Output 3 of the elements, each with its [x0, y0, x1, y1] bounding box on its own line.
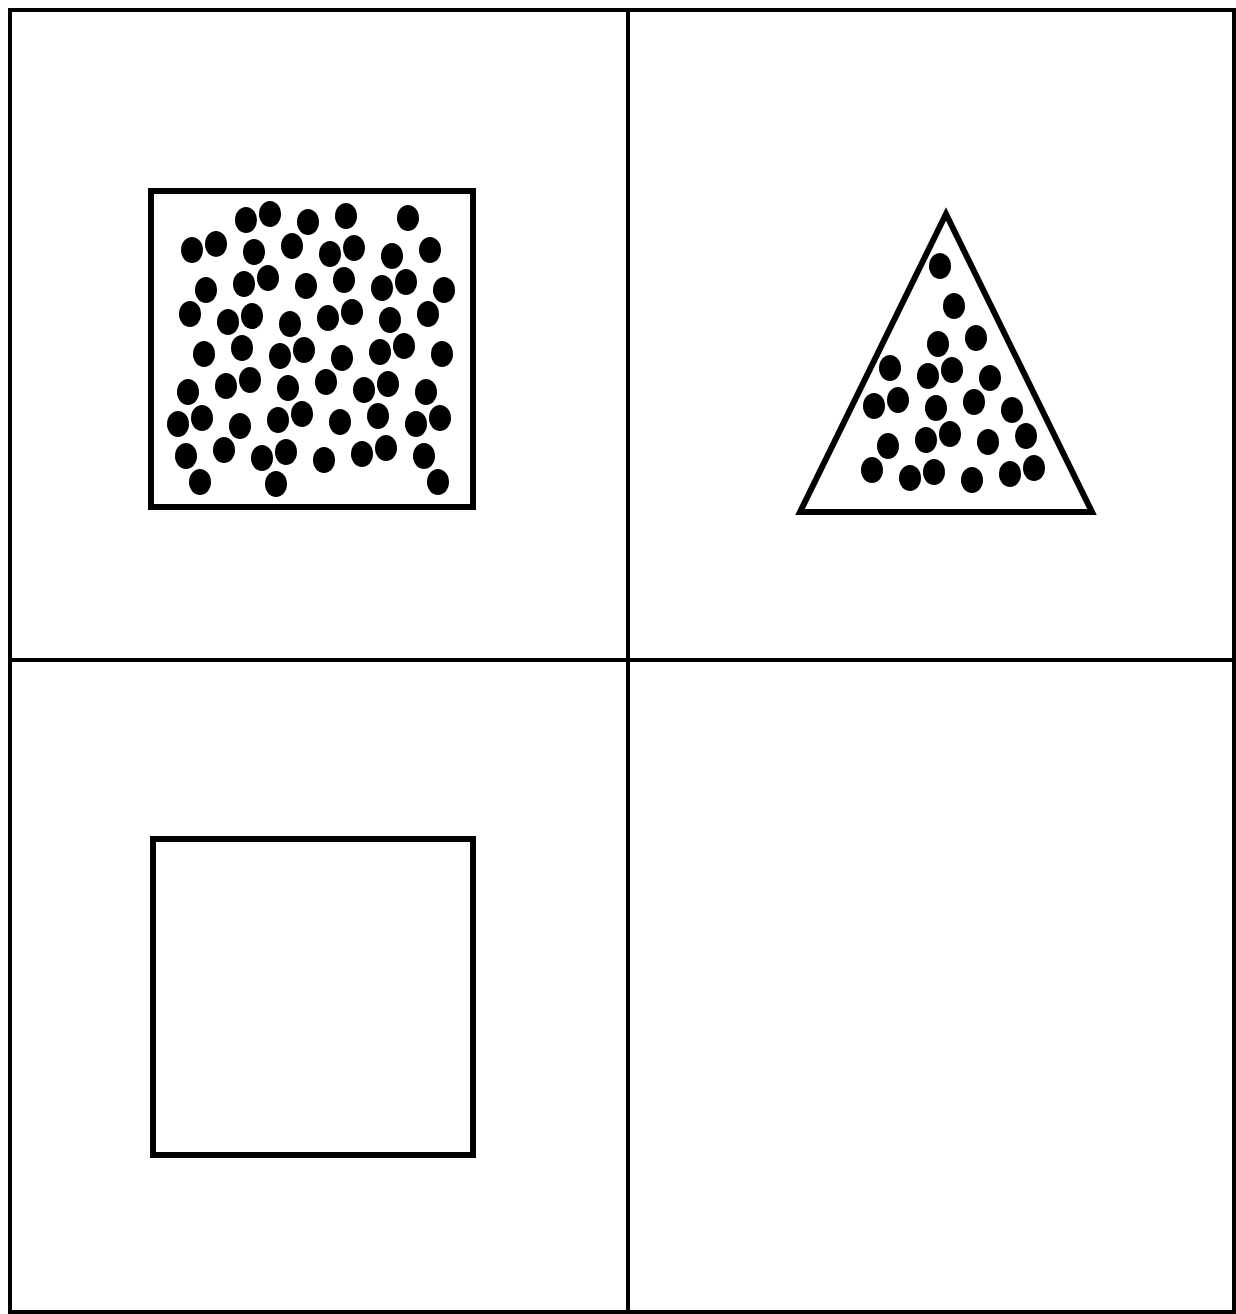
dotted-triangle: [796, 208, 1096, 516]
dotted-square: [148, 188, 476, 510]
empty-square: [150, 836, 476, 1158]
